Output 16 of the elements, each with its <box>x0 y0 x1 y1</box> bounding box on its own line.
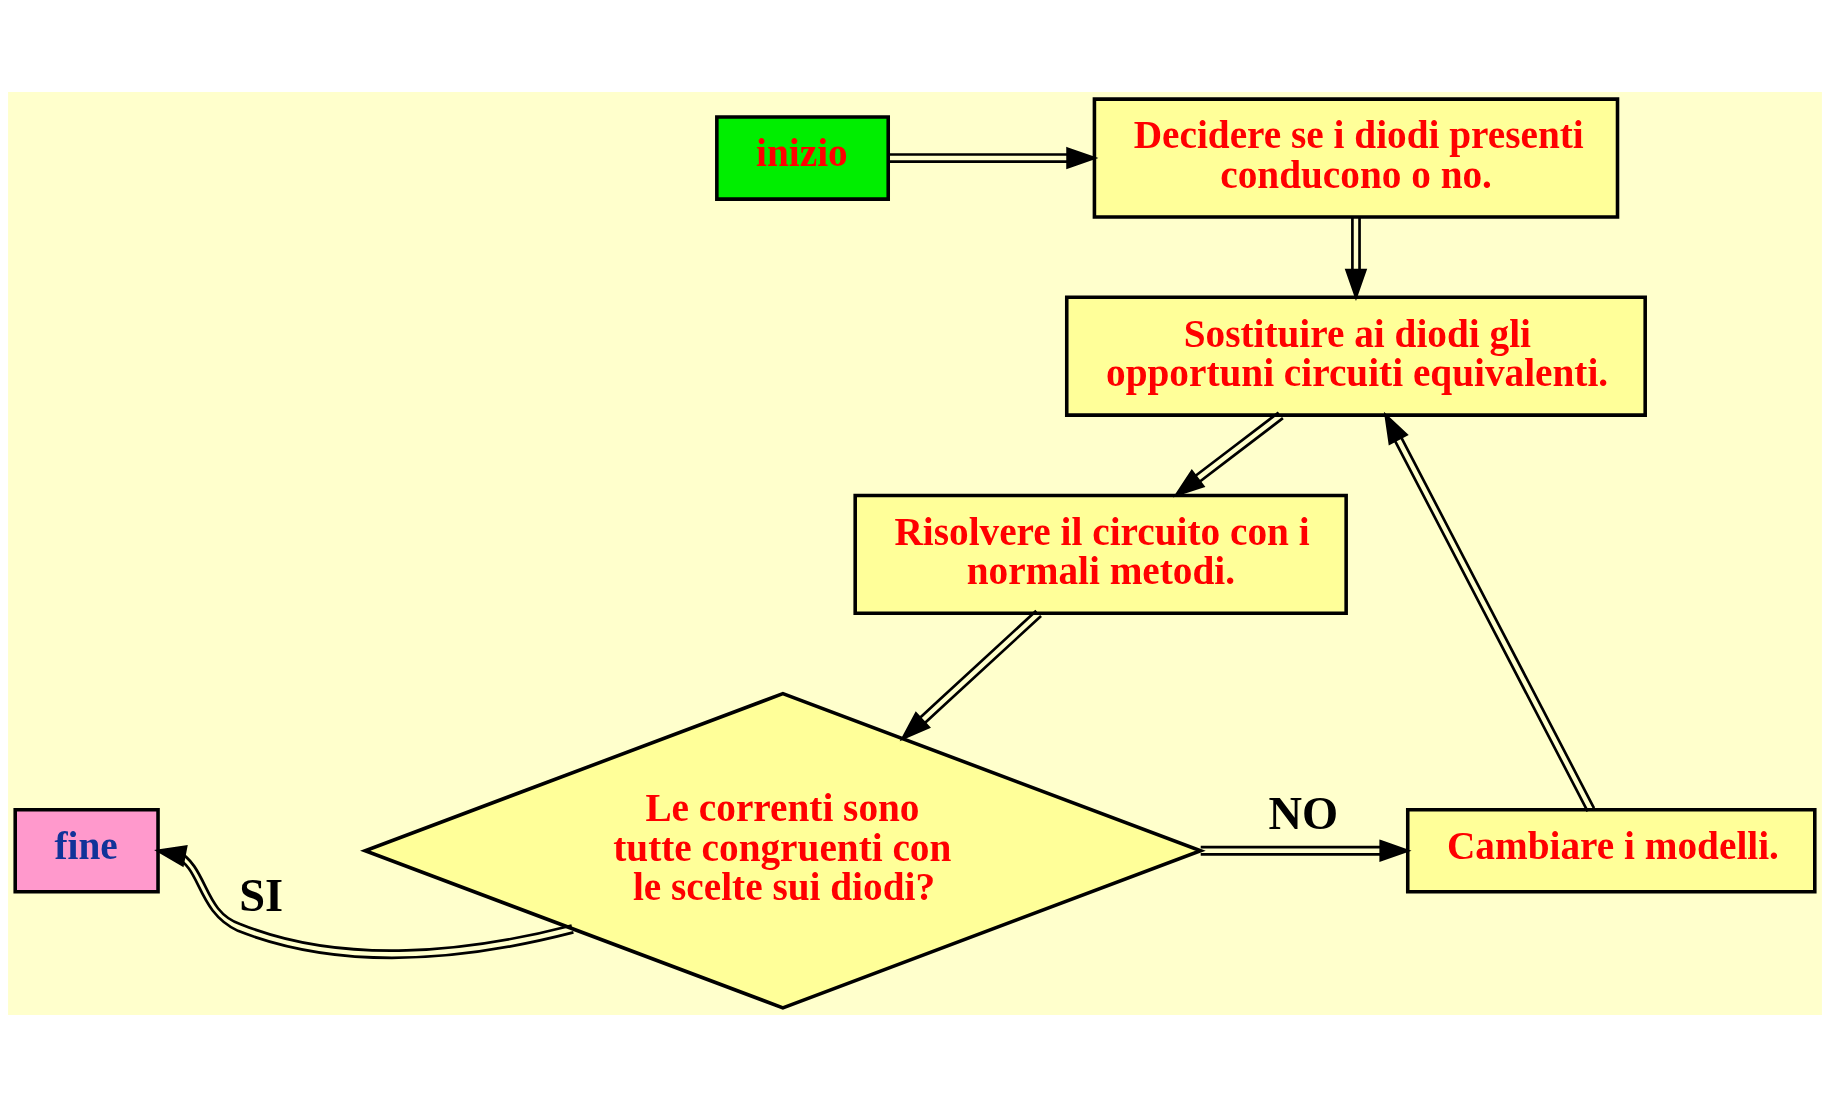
node-box: Sostituire ai diodi gli opportuni circuiti equivalenti. <box>1064 295 1647 417</box>
node-box: Cambiare i modelli. <box>1405 807 1817 894</box>
arrow <box>899 609 1042 742</box>
arrow <box>888 146 1099 170</box>
edge-label: NO <box>1268 787 1339 839</box>
node-diamond: Le correnti sono tutte congruenti con le scelte sui diodi? <box>360 691 1206 1010</box>
edge-label: SI <box>239 870 284 922</box>
arrow <box>1173 411 1284 498</box>
node-box: inizio <box>715 115 890 201</box>
arrow <box>1344 217 1368 301</box>
node-box: fine <box>13 807 160 894</box>
node-box: Risolvere il circuito con i normali metodi. <box>853 493 1348 616</box>
node-box: Decidere se i diodi presenti conducono o no. <box>1092 97 1620 219</box>
arrow <box>1200 839 1412 862</box>
arrow <box>1383 411 1596 812</box>
arrow <box>154 845 574 959</box>
